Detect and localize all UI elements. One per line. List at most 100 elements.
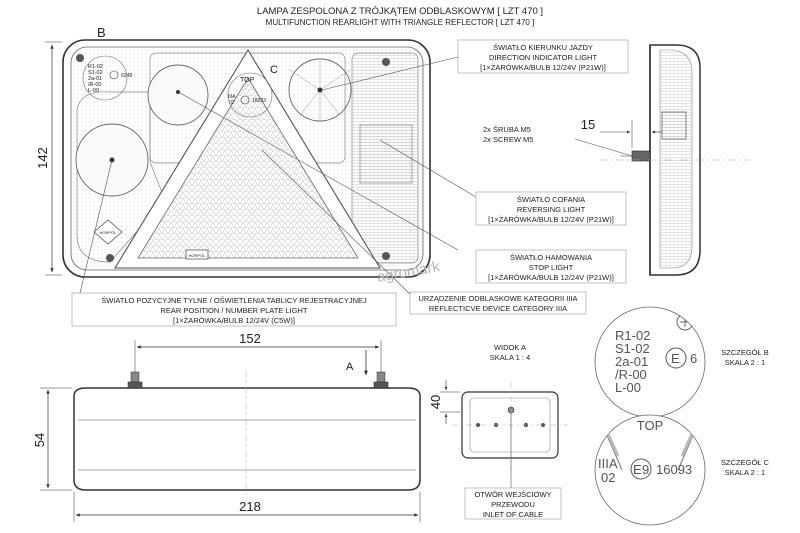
detail-c-e-num: 9: [642, 462, 649, 477]
brand-badge-left: HORPOL: [93, 219, 123, 245]
front-codes-3: /R-00: [88, 82, 101, 88]
dim-screw-length: 15: [581, 117, 662, 148]
detail-c-e-letter: E: [633, 462, 642, 477]
svg-text:[1×ŻARÓWKA/BULB 12/24V (P21W)]: [1×ŻARÓWKA/BULB 12/24V (P21W)]: [480, 63, 606, 72]
indicator-rays: [289, 60, 351, 120]
svg-text:ŚWIATŁO COFANIA: ŚWIATŁO COFANIA: [517, 195, 585, 204]
front-iiia: IIIA: [228, 94, 236, 100]
callout-reflector: URZĄDZENIE ODBLASKOWE KATEGORII IIIA REF…: [409, 291, 587, 315]
callout-stop: ŚWIATŁO HAMOWANIA STOP LIGHT [1×ŻARÓWKA/…: [475, 249, 627, 284]
front-codes-1: S1-02: [88, 70, 103, 76]
svg-text:ŚWIATŁO KIERUNKU JAZDY: ŚWIATŁO KIERUNKU JAZDY: [493, 43, 593, 52]
callout-cable: OTWÓR WEJŚCIOWY PRZEWODU INLET OF CABLE: [464, 487, 562, 520]
side-screw: [631, 150, 651, 162]
letter-b: B: [97, 25, 106, 40]
screw-hole-bottom-left: [106, 254, 114, 262]
triangle-reflector-inner: [137, 77, 359, 259]
dim-width-value: 218: [239, 499, 261, 514]
front-iiia-code: 02: [229, 100, 235, 106]
title-sub: MULTIFUNCTION REARLIGHT WITH TRIANGLE RE…: [266, 18, 535, 27]
detail-c-iiia: IIIA: [598, 456, 618, 471]
svg-text:SZCZEGÓŁ C: SZCZEGÓŁ C: [721, 458, 770, 467]
dim-height: 142: [35, 41, 62, 276]
view-a-caption: WIDOK A SKALA 1 : 4: [490, 343, 530, 362]
detail-b-e-letter: E: [671, 351, 680, 366]
detail-c-e-circle: [630, 458, 652, 480]
svg-text:WIDOK A: WIDOK A: [494, 343, 526, 352]
svg-text:STOP LIGHT: STOP LIGHT: [529, 263, 574, 272]
reversing-zone: [359, 124, 413, 184]
svg-text:[1×ŻARÓWKA/BULB 12/24V (C5W)]: [1×ŻARÓWKA/BULB 12/24V (C5W)]: [173, 316, 295, 325]
side-view: [600, 44, 750, 276]
dim-screw-length-value: 15: [581, 117, 595, 132]
detail-b-e-circle: [665, 347, 687, 369]
callout-indicator: ŚWIATŁO KIERUNKU JAZDY DIRECTION INDICAT…: [457, 39, 629, 74]
dim-height-value: 142: [35, 147, 50, 169]
view-a-arrow: A: [346, 350, 368, 376]
indicator-reflector: [288, 58, 352, 122]
title-main: LAMPA ZESPOLONA Z TRÓJKĄTEM ODBLASKOWYM …: [257, 6, 543, 17]
detail-b-code-1: S1-02: [615, 341, 650, 356]
svg-text:HORPOL: HORPOL: [189, 253, 207, 258]
bottom-view: [73, 370, 421, 498]
callout-screw: 2x ŚRUBA M5 2x SCREW M5: [483, 125, 533, 144]
detail-c-top: TOP: [637, 418, 664, 433]
svg-text:HORPOL: HORPOL: [100, 230, 118, 235]
front-codes-2: 2a-01: [88, 76, 102, 82]
detail-b-marker: [82, 55, 128, 101]
front-view: R1-02 S1-02 2a-01 /R-00 L-00 6248 TOP II…: [62, 25, 431, 278]
position-light-zone: [76, 91, 166, 263]
svg-text:DIRECTION INDICATOR LIGHT: DIRECTION INDICATOR LIGHT: [489, 53, 597, 62]
screw-hole-top-left: [76, 54, 84, 62]
dim-width: 218: [73, 492, 421, 522]
detail-c: TOP IIIA 02 E 9 16093: [594, 414, 706, 526]
front-codes-4: L-00: [88, 88, 99, 94]
svg-text:SKALA 2 : 1: SKALA 2 : 1: [725, 358, 765, 367]
screw-hole-bottom-right: [382, 252, 390, 260]
svg-text:OTWÓR WEJŚCIOWY: OTWÓR WEJŚCIOWY: [474, 490, 551, 499]
svg-text:REVERSING LIGHT: REVERSING LIGHT: [517, 205, 586, 214]
callout-reversing: ŚWIATŁO COFANIA REVERSING LIGHT [1×ŻARÓW…: [475, 191, 627, 226]
callout-position: ŚWIATŁO POZYCYJNE TYLNE / OŚWIETLENIA TA…: [71, 292, 397, 327]
detail-b-caption: SZCZEGÓŁ B SKALA 2 : 1: [721, 348, 769, 367]
svg-text:[1×ŻARÓWKA/BULB 12/24V (P21W)]: [1×ŻARÓWKA/BULB 12/24V (P21W)]: [488, 215, 614, 224]
letter-a: A: [346, 361, 354, 373]
detail-b-code-4: L-00: [615, 380, 641, 395]
svg-text:ŚWIATŁO POZYCYJNE TYLNE / OŚWI: ŚWIATŁO POZYCYJNE TYLNE / OŚWIETLENIA TA…: [101, 296, 367, 305]
detail-b-e-num: 6: [690, 351, 697, 366]
svg-text:SKALA 1 : 4: SKALA 1 : 4: [490, 353, 530, 362]
svg-text:REAR POSITION / NUMBER PLATE L: REAR POSITION / NUMBER PLATE LIGHT: [161, 306, 308, 315]
letter-c: C: [270, 64, 278, 76]
front-approval: 16093: [252, 98, 266, 104]
front-codes-0: R1-02: [88, 64, 103, 70]
detail-b-code-0: R1-02: [615, 328, 650, 343]
svg-text:ŚWIATŁO HAMOWANIA: ŚWIATŁO HAMOWANIA: [510, 253, 592, 262]
leader-lines: [79, 56, 633, 297]
screw-hole-top-right: [382, 58, 390, 66]
front-e9-circle: [240, 95, 250, 105]
front-e-mark-circle: [109, 70, 119, 80]
dim-view-a-height: 40: [428, 380, 460, 424]
bolt-right: [373, 371, 389, 389]
detail-b-code-3: /R-00: [615, 367, 647, 382]
svg-text:REFLECTICVE DEVICE CATEGORY II: REFLECTICVE DEVICE CATEGORY IIIA: [429, 304, 567, 313]
view-a-drawing: [452, 382, 568, 488]
stop-light-reflector: [147, 64, 209, 126]
dim-view-a-height-value: 40: [428, 395, 443, 409]
detail-c-approval: 16093: [656, 462, 692, 477]
dim-depth: 54: [32, 387, 72, 491]
detail-c-caption: SZCZEGÓŁ C SKALA 2 : 1: [721, 458, 770, 477]
dim-bolt-spacing-value: 152: [239, 331, 261, 346]
dim-depth-value: 54: [32, 433, 47, 447]
brand-badge-bottom: HORPOL: [185, 249, 209, 260]
svg-text:2x SCREW M5: 2x SCREW M5: [483, 135, 533, 144]
svg-text:INLET OF CABLE: INLET OF CABLE: [483, 510, 543, 519]
svg-text:SZCZEGÓŁ B: SZCZEGÓŁ B: [721, 348, 769, 357]
detail-c-marker: [227, 72, 273, 118]
indicator-bulb: [317, 87, 323, 93]
dim-bolt-spacing: 152: [134, 331, 382, 372]
stop-bulb: [176, 90, 180, 94]
svg-text:2x ŚRUBA M5: 2x ŚRUBA M5: [483, 125, 531, 134]
svg-text:PRZEWODU: PRZEWODU: [491, 500, 535, 509]
